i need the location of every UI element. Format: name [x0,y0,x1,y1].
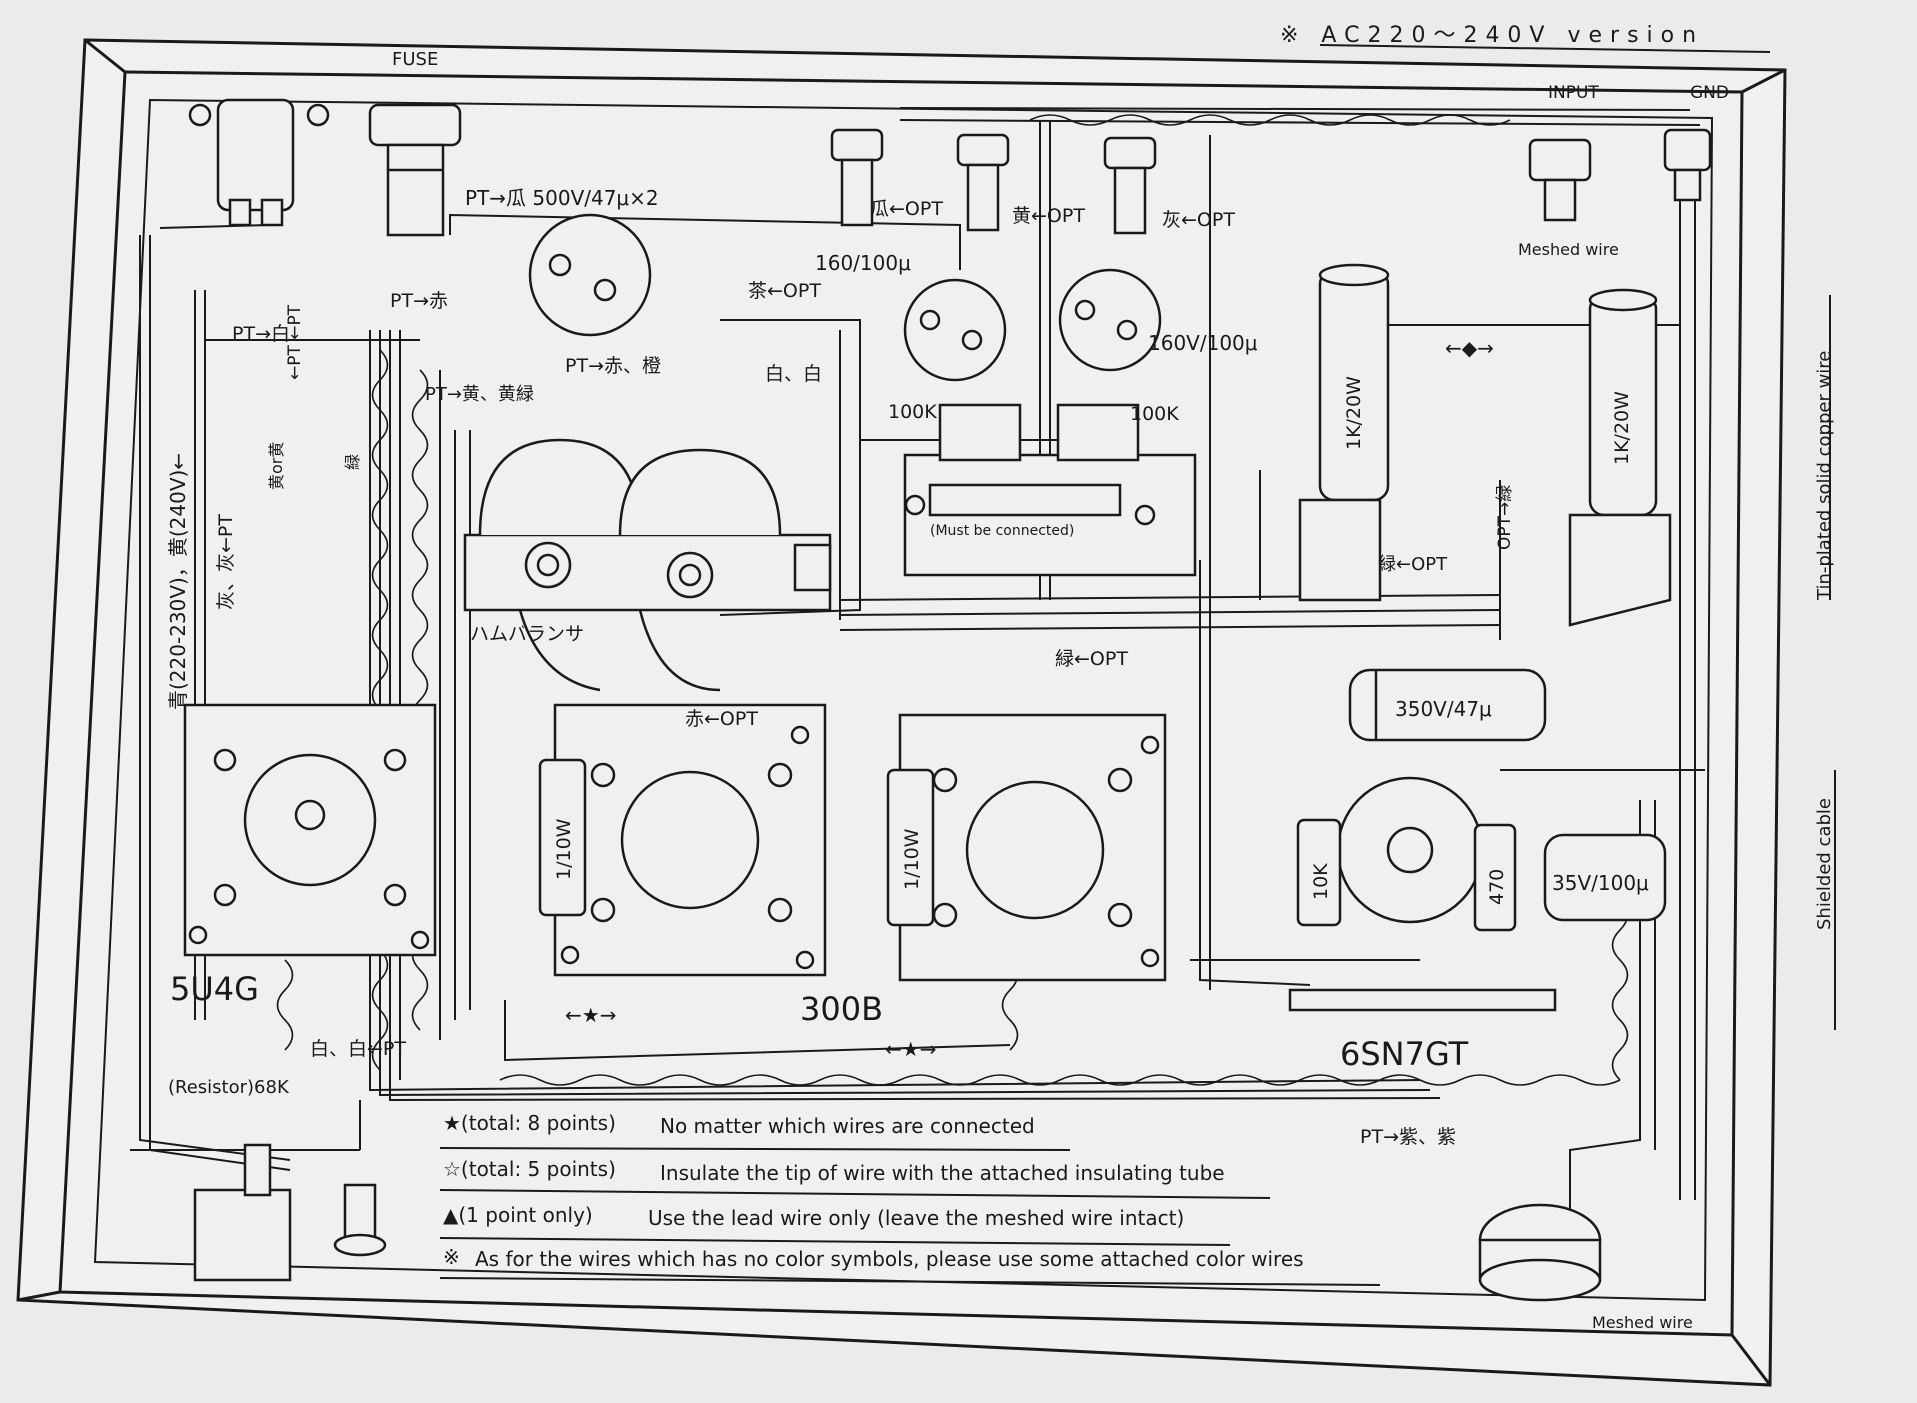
label-resistor-68k: (Resistor)68K [168,1077,290,1098]
label-100k-a: 100K [888,401,937,423]
label-mains-wire: 青(220-230V)，黄(240V)← [166,453,190,710]
label-meshed-wire-bottom: Meshed wire [1592,1313,1693,1332]
label-pt-red: PT→赤 [390,290,448,312]
label-cap-350: 350V/47μ [1395,697,1492,721]
label-cap-160-b: 160V/100μ [1148,331,1258,355]
legend-text-2: Insulate the tip of wire with the attach… [660,1161,1225,1185]
resistor-1k-20w-a [1298,263,1390,602]
label-1k-20w-b: 1K/20W [1611,391,1633,465]
legend-mark-3: ▲(1 point only) [443,1203,593,1227]
label-10k: 10K [1310,863,1332,900]
side-rules [1829,295,1836,1030]
legend-mark-2: ☆(total: 5 points) [443,1157,616,1181]
power-connector [193,1143,387,1282]
tube-label-300b: 300B [800,990,883,1028]
label-1k-20w-a: 1K/20W [1343,376,1365,450]
version-label: ※ AC220～240V version [1280,23,1704,48]
resistor-10k [1296,818,1342,927]
legend-mark-1: ★(total: 8 points) [443,1111,616,1135]
label-green: 緑 [343,454,362,470]
inner-panel [93,98,1714,1302]
label-pt-red-yellow: PT→赤、橙 [565,355,661,377]
label-pt-melon-cap: PT→瓜 500V/47μ×2 [465,186,659,210]
legend-text-3: Use the lead wire only (leave the meshed… [648,1206,1184,1230]
tube-label-6sn7gt: 6SN7GT [1340,1035,1469,1073]
label-pt-purple: PT→紫、紫 [1360,1126,1456,1148]
label-green-opt-mid: 緑←OPT [1055,648,1128,670]
hum-balancer-bracket [463,438,832,692]
label-pt-yellow-green: PT→黄、黄緑 [425,384,534,405]
label-red-opt: 赤←OPT [685,708,758,730]
terminal-posts [830,128,1157,235]
label-meshed-wire-top: Meshed wire [1518,240,1619,259]
label-yellow-opt: 黄←OPT [1012,205,1085,227]
socket-300b-b [898,713,1167,982]
label-brown-opt: 茶←OPT [748,280,821,302]
resistor-470 [1473,823,1517,932]
socket-5u4g [183,703,437,957]
label-arrow-star-b: ←★→ [885,1037,936,1061]
label-white-white-star: 白、白 [765,363,822,385]
label-tin-plated: Tin-plated solid copper wire [1814,351,1835,601]
legend-mark-4: ※ [443,1245,460,1269]
cap-350v [1348,668,1547,742]
label-pt-white: PT→白 [232,323,290,345]
label-35v: 35V/100μ [1552,871,1649,895]
fuse-holder [188,98,330,227]
cap-160v-b [1058,268,1162,372]
label-yellow-or-green: 黄or黄 [267,442,286,490]
label-gray-gray-pt: 灰、灰←PT [215,514,237,610]
resistor-1-10w-a [538,758,587,917]
label-gray-opt: 灰←OPT [1162,209,1235,231]
cap-35v [1543,833,1667,922]
label-arrow-diamond: ←◆→ [1445,336,1494,360]
resistor-1-10w-b [886,768,935,927]
tag-board-100k [903,403,1197,577]
label-1-10w-a: 1/10W [553,818,575,880]
input-label: INPUT [1548,83,1599,103]
socket-6sn7gt [1288,776,1557,1012]
legend-text-1: No matter which wires are connected [660,1114,1035,1138]
label-1-10w-b: 1/10W [901,828,923,890]
socket-300b-a [553,703,827,977]
legend-rules [439,44,1771,1286]
label-must-connected: (Must be connected) [930,523,1074,539]
legend-text-4: As for the wires which has no color symb… [475,1247,1304,1271]
label-cap-160-a: 160/100μ [815,251,911,275]
label-470: 470 [1486,869,1508,905]
label-shielded-cable: Shielded cable [1814,798,1835,930]
label-pt-pt: ←PT ←PT [285,304,305,380]
legend: ★(total: 8 points) No matter which wires… [443,1111,1304,1271]
tube-label-5u4g: 5U4G [170,970,259,1008]
label-opt-green: OPT→緑 [1495,485,1515,550]
label-100k-b: 100K [1130,403,1179,425]
fuse [368,103,462,237]
gnd-terminal [1663,128,1712,202]
label-green-opt: 緑←OPT [1378,554,1448,575]
resistor-1k-20w-b [1568,288,1672,627]
cap-500v [528,213,652,337]
fuse-label: FUSE [392,49,438,70]
label-white-white-pt: 白、白←PT [310,1038,406,1060]
gnd-label: GND [1690,83,1729,103]
label-orange-opt: 瓜←OPT [870,198,943,220]
input-jack [1528,138,1592,222]
volume-pot [1478,1203,1602,1302]
cap-160v-a [903,278,1007,382]
label-hum-balancer: ハムバランサ [470,623,584,645]
label-arrow-star-a: ←★→ [565,1003,616,1027]
